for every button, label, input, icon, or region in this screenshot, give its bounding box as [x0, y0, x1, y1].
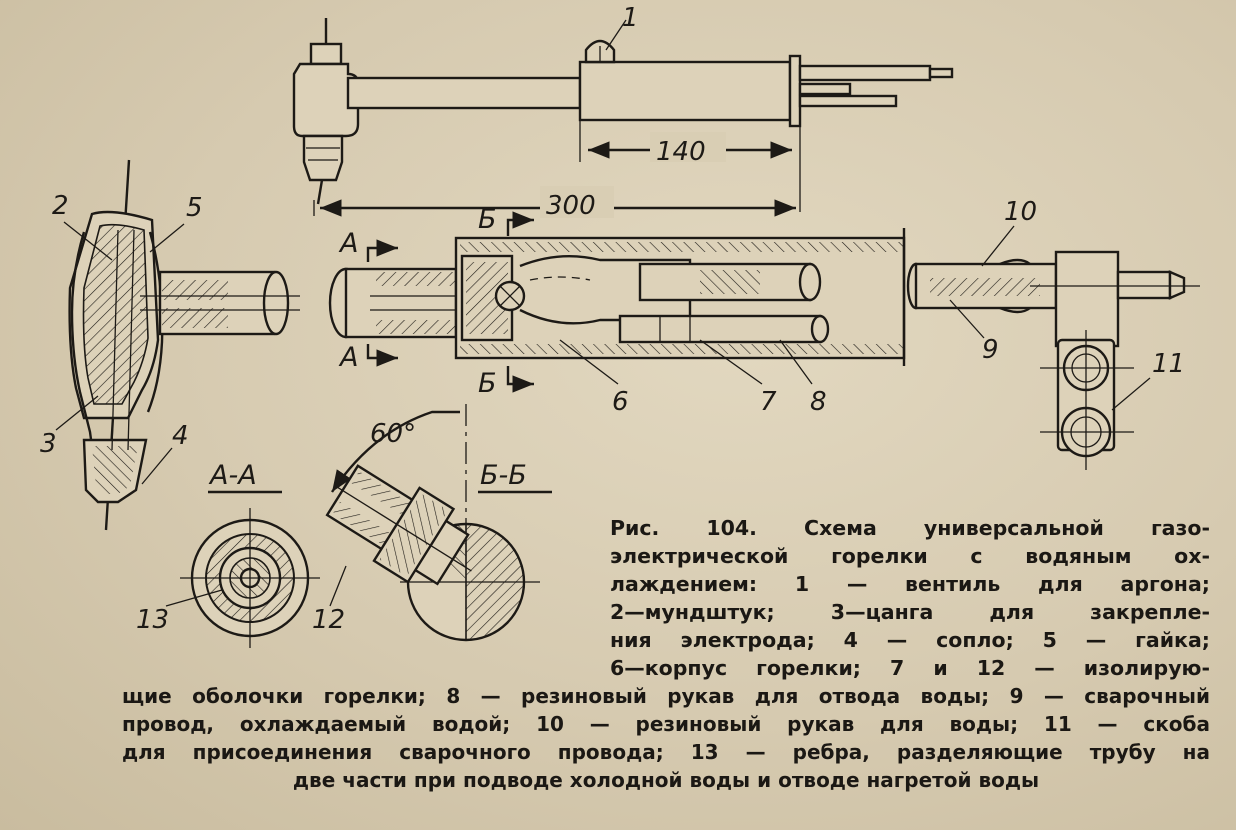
caption-line: Рис. 104. Схема универсальной газо- — [610, 516, 1210, 540]
caption-line: две части при подводе холодной воды и от… — [292, 768, 1040, 792]
label-13: 13 — [136, 605, 169, 635]
torch-head-section: 2 5 3 4 — [40, 159, 300, 531]
dim-140: 140 — [656, 137, 706, 167]
label-6: 6 — [612, 387, 629, 417]
section-title-bb: Б-Б — [480, 460, 527, 491]
dim-300: 300 — [546, 191, 596, 221]
hose-and-clamp: 10 9 11 — [906, 197, 1200, 470]
angle-60: 60° — [370, 419, 416, 449]
label-7: 7 — [760, 387, 777, 417]
caption-line: для присоединения сварочного провода; 13… — [122, 740, 1210, 764]
label-11: 11 — [1152, 349, 1185, 379]
section-a-a: А-А 13 — [136, 460, 320, 648]
section-mark-b-bottom: Б — [478, 368, 497, 399]
label-2: 2 — [52, 191, 69, 221]
label-8: 8 — [810, 387, 827, 417]
label-4: 4 — [172, 421, 189, 451]
section-b-b: Б-Б 60° 12 — [312, 404, 552, 642]
caption-line: 2—мундштук; 3—цанга для закрепле- — [610, 600, 1210, 624]
label-1: 1 — [622, 3, 639, 33]
caption-line: ния электрода; 4 — сопло; 5 — гайка; — [610, 628, 1210, 652]
section-title-aa: А-А — [208, 460, 257, 491]
label-10: 10 — [1004, 197, 1037, 227]
torch-body-section: А А Б Б — [328, 204, 906, 417]
torch-top-view: 140 300 1 — [292, 3, 954, 221]
caption-line: 6—корпус горелки; 7 и 12 — изолирую- — [610, 656, 1210, 680]
section-mark-a-top: А — [338, 228, 358, 259]
label-3: 3 — [40, 429, 57, 459]
label-9: 9 — [982, 335, 999, 365]
figure-caption-top: Рис. 104. Схема универсальной газо- элек… — [610, 514, 1210, 682]
label-12: 12 — [312, 605, 345, 635]
caption-line: электрической горелки с водяным ох- — [610, 544, 1210, 568]
caption-line: лаждением: 1 — вентиль для аргона; — [610, 572, 1210, 596]
caption-line: провод, охлаждаемый водой; 10 — резиновы… — [122, 712, 1210, 736]
caption-line: щие оболочки горелки; 8 — резиновый рука… — [122, 684, 1210, 708]
label-5: 5 — [186, 193, 203, 223]
figure-caption-bottom: щие оболочки горелки; 8 — резиновый рука… — [122, 682, 1210, 794]
section-mark-a-bottom: А — [338, 342, 358, 373]
section-mark-b-top: Б — [478, 204, 497, 235]
